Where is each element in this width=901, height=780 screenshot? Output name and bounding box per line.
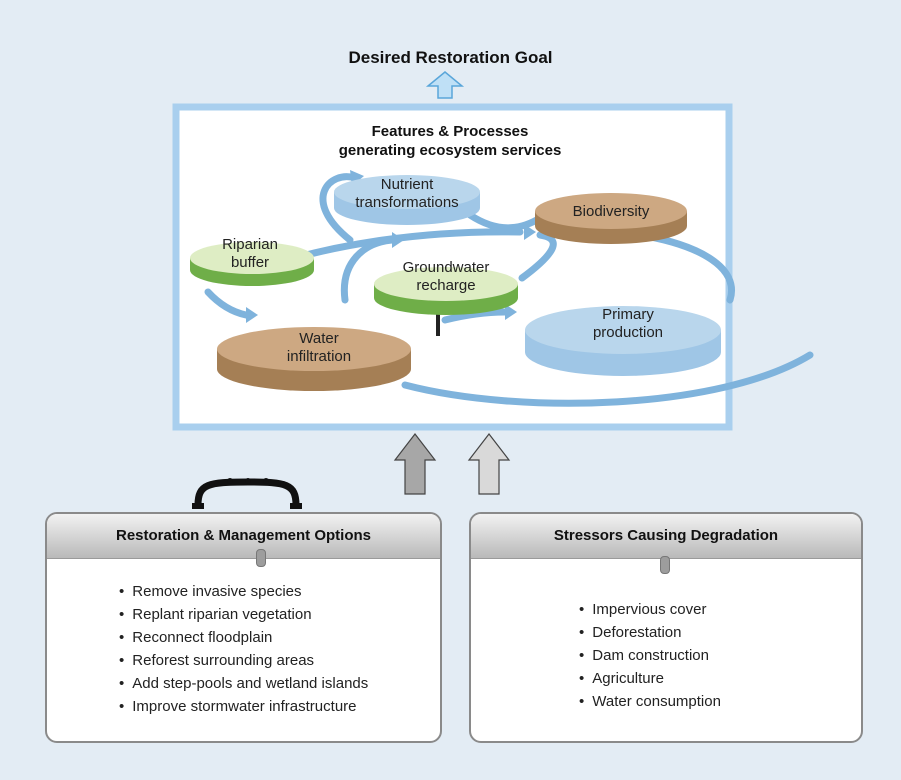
goal-up-arrow	[425, 71, 465, 99]
list-item: Remove invasive species	[119, 580, 368, 603]
flow-arrowhead	[246, 307, 258, 323]
flow-arrowhead	[505, 304, 517, 320]
list-item: Agriculture	[579, 667, 721, 690]
list-item: Improve stormwater infrastructure	[119, 695, 368, 718]
restoration-options-list: Remove invasive species Replant riparian…	[119, 580, 368, 718]
nutrient-label: Nutrient transformations	[337, 176, 477, 212]
nutrient-label-line1: Nutrient	[380, 176, 434, 193]
primary-production-label-line2: production	[592, 324, 664, 341]
flow-arrow	[441, 308, 509, 324]
groundwater-label-line1: Groundwater	[402, 259, 490, 276]
nutrient-label-line2: transformations	[355, 194, 459, 211]
list-item: Deforestation	[579, 621, 721, 644]
up-arrow-stressors	[467, 433, 511, 495]
water-infiltration-label-line1: Water	[299, 330, 339, 347]
flow-arrowhead	[524, 224, 536, 240]
flow-arrow	[401, 351, 814, 407]
panel-heading: Features & Processes generating ecosyste…	[200, 122, 700, 160]
primary-production-label: Primary production	[558, 306, 698, 342]
node-groundwater	[374, 267, 518, 315]
node-water-infiltration	[217, 327, 411, 391]
flow-arrowhead	[392, 232, 404, 248]
groundwater-label-line2: recharge	[416, 277, 476, 294]
node-nutrient	[334, 175, 480, 225]
list-item: Impervious cover	[579, 598, 721, 621]
water-infiltration-label-line2: infiltration	[286, 348, 352, 365]
stressors-connector	[660, 556, 670, 574]
biodiversity-label: Biodiversity	[541, 203, 681, 221]
panel-heading-line1: Features & Processes	[371, 123, 529, 140]
list-item: Water consumption	[579, 690, 721, 713]
restoration-options-title: Restoration & Management Options	[47, 514, 440, 559]
list-item: Replant riparian vegetation	[119, 603, 368, 626]
water-infiltration-label: Water infiltration	[249, 330, 389, 366]
primary-production-label-line1: Primary	[602, 306, 654, 323]
node-riparian	[190, 242, 314, 286]
node-primary-production	[525, 306, 721, 376]
biodiversity-label-line1: Biodiversity	[572, 203, 650, 220]
stressors-box: Stressors Causing Degradation Impervious…	[469, 512, 863, 743]
node-biodiversity	[535, 193, 687, 244]
riparian-label-line2: buffer	[230, 254, 270, 271]
stressors-list: Impervious cover Deforestation Dam const…	[579, 598, 721, 713]
stressors-title: Stressors Causing Degradation	[471, 514, 861, 559]
flow-arrow	[319, 173, 359, 244]
riparian-label: Riparian buffer	[200, 236, 300, 272]
restoration-options-box: Restoration & Management Options Remove …	[45, 512, 442, 743]
goal-title: Desired Restoration Goal	[348, 48, 553, 67]
panel-heading-line2: generating ecosystem services	[338, 142, 562, 159]
up-arrow-restoration	[393, 433, 437, 495]
list-item: Add step-pools and wetland islands	[119, 672, 368, 695]
flow-arrow	[204, 288, 250, 319]
flow-arrow	[340, 236, 396, 304]
flow-arrow	[518, 231, 557, 282]
briefcase-handle-icon	[192, 478, 302, 509]
riparian-label-line1: Riparian	[222, 236, 278, 253]
list-item: Reconnect floodplain	[119, 626, 368, 649]
groundwater-label: Groundwater recharge	[381, 259, 511, 295]
list-item: Reforest surrounding areas	[119, 649, 368, 672]
groundwater-stem	[436, 312, 440, 336]
restoration-connector	[256, 549, 266, 567]
list-item: Dam construction	[579, 644, 721, 667]
